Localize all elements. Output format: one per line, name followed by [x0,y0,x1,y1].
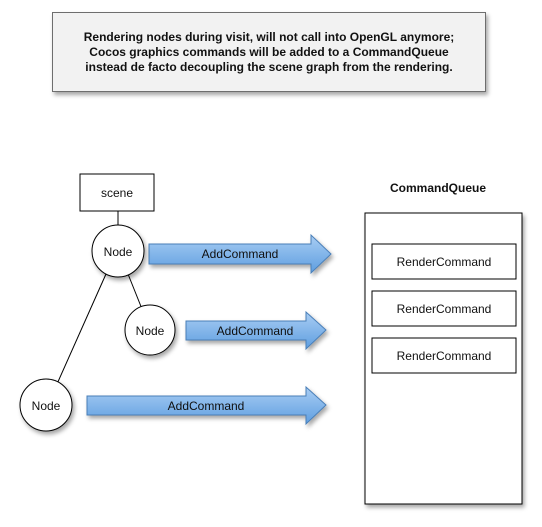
description-text: Rendering nodes during visit, will not c… [83,29,455,74]
scene-label: scene [101,186,133,200]
edge-node1-node3 [56,273,107,385]
render-command-2: RenderCommand [371,290,517,327]
render-command-1: RenderCommand [371,243,517,280]
render-command-label-1: RenderCommand [397,255,492,269]
scene-box: scene [79,173,155,212]
node-1-label: Node [104,245,133,259]
add-command-label-3: AddCommand [168,399,245,413]
add-command-arrow-3: AddCommand [86,385,327,426]
add-command-arrow-2: AddCommand [185,310,327,351]
add-command-arrow-1: AddCommand [148,233,332,275]
render-command-label-3: RenderCommand [397,349,492,363]
render-command-label-2: RenderCommand [397,302,492,316]
node-2-label: Node [136,324,165,338]
render-command-3: RenderCommand [371,337,517,374]
node-3 [19,378,73,432]
add-command-label-1: AddCommand [202,247,279,261]
add-command-label-2: AddCommand [217,324,294,338]
tree-edges [56,211,143,385]
description-note: Rendering nodes during visit, will not c… [52,12,486,92]
edge-node1-node2 [127,273,143,310]
node-2 [124,304,176,356]
node-1 [91,224,145,278]
command-queue-title: CommandQueue [390,181,486,195]
node-3-label: Node [32,399,61,413]
